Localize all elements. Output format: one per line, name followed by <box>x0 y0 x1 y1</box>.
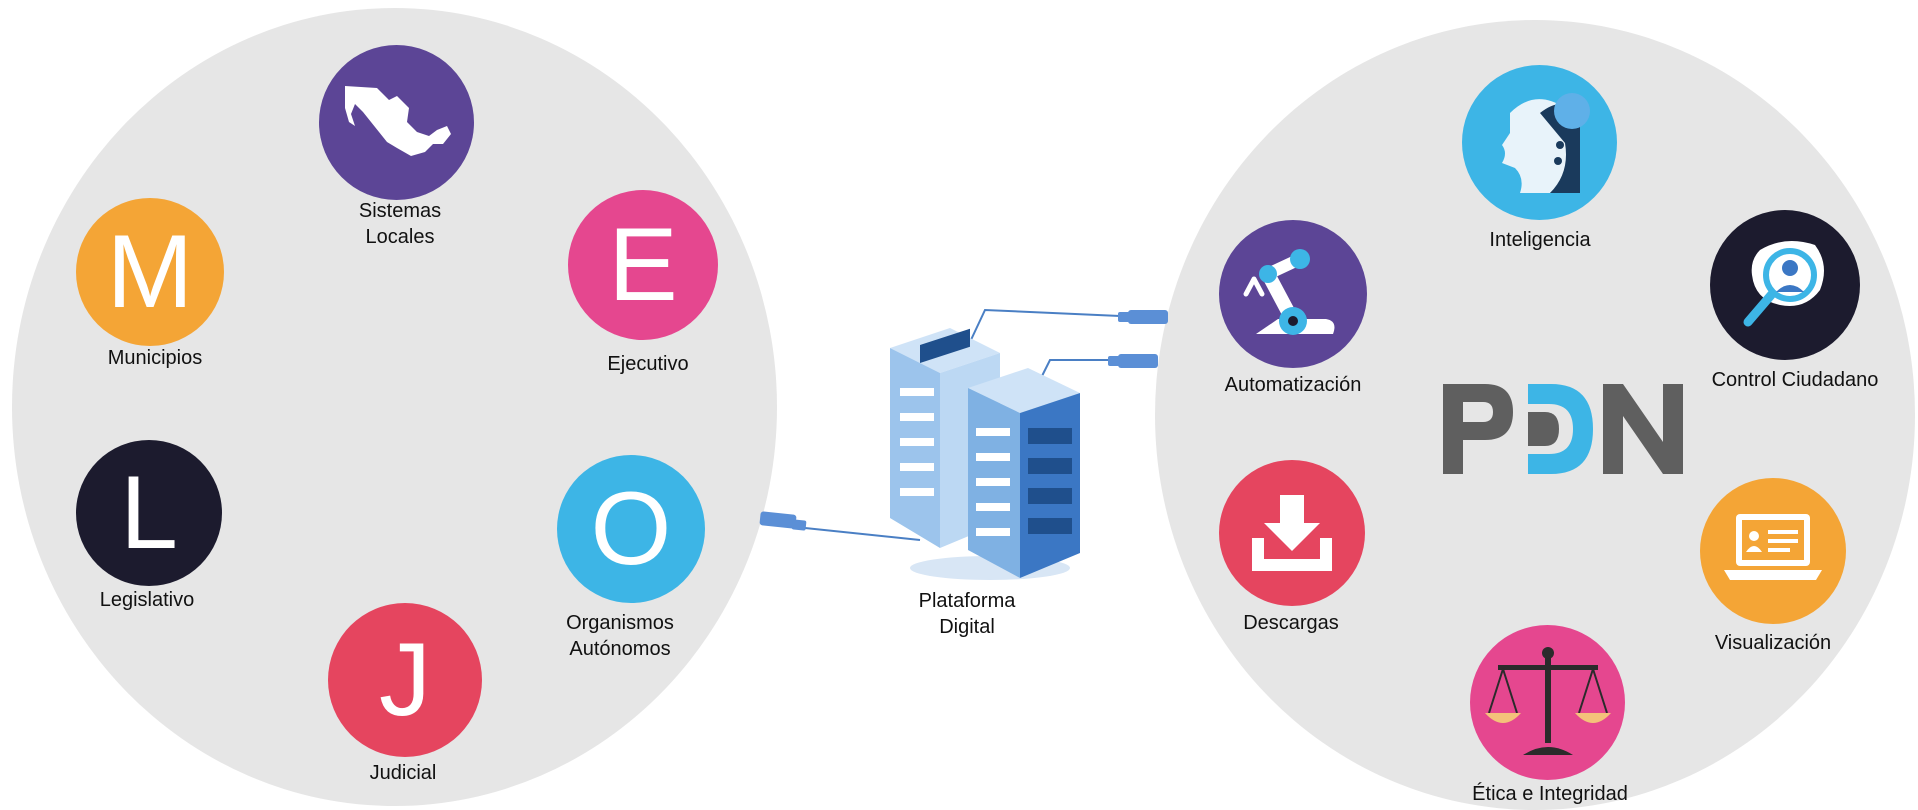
automatizacion-node[interactable] <box>1219 220 1367 368</box>
ejecutivo-label: Ejecutivo <box>607 353 689 375</box>
municipios-letter: M <box>106 214 194 330</box>
visualizacion-node[interactable] <box>1700 478 1846 624</box>
organismos-node[interactable]: O <box>557 455 705 603</box>
etica-label: Ética e Integridad <box>1472 783 1628 805</box>
ai-head-icon <box>1501 92 1590 193</box>
legislativo-label: Legislativo <box>99 589 195 611</box>
ejecutivo-letter: E <box>608 207 678 323</box>
download-icon <box>1252 495 1332 571</box>
sistemas-locales-node[interactable] <box>319 45 474 200</box>
server-rack-icon <box>890 328 1080 580</box>
robot-arm-icon <box>1243 249 1335 335</box>
municipios-node[interactable]: M <box>76 198 224 346</box>
pdn-logo <box>1443 384 1683 474</box>
organismos-label: Organismos Autónomos <box>566 612 674 660</box>
legislativo-letter: L <box>120 455 178 571</box>
judicial-label: Judicial <box>369 762 437 784</box>
municipios-label: Municipios <box>107 347 203 369</box>
scales-icon <box>1484 646 1611 755</box>
sistemas-locales-label: Sistemas Locales <box>358 200 442 248</box>
mexico-map-icon <box>344 85 451 156</box>
inteligencia-node[interactable] <box>1462 65 1617 220</box>
control-ciudadano-node[interactable] <box>1710 210 1860 360</box>
automatizacion-label: Automatización <box>1224 374 1362 396</box>
visualizacion-label: Visualización <box>1714 632 1832 654</box>
judicial-letter: J <box>379 622 431 738</box>
judicial-node[interactable]: J <box>328 603 482 757</box>
laptop-card-icon <box>1724 514 1822 580</box>
control-ciudadano-label: Control Ciudadano <box>1711 369 1879 391</box>
descargas-label: Descargas <box>1243 612 1339 634</box>
organismos-letter: O <box>590 471 672 587</box>
etica-node[interactable] <box>1470 625 1625 780</box>
legislativo-node[interactable]: L <box>76 440 222 586</box>
ejecutivo-node[interactable]: E <box>568 190 718 340</box>
magnifier-person-icon <box>1743 241 1824 327</box>
inteligencia-label: Inteligencia <box>1489 229 1591 251</box>
plataforma-digital-label: Plataforma Digital <box>918 590 1016 638</box>
descargas-node[interactable] <box>1219 460 1365 606</box>
